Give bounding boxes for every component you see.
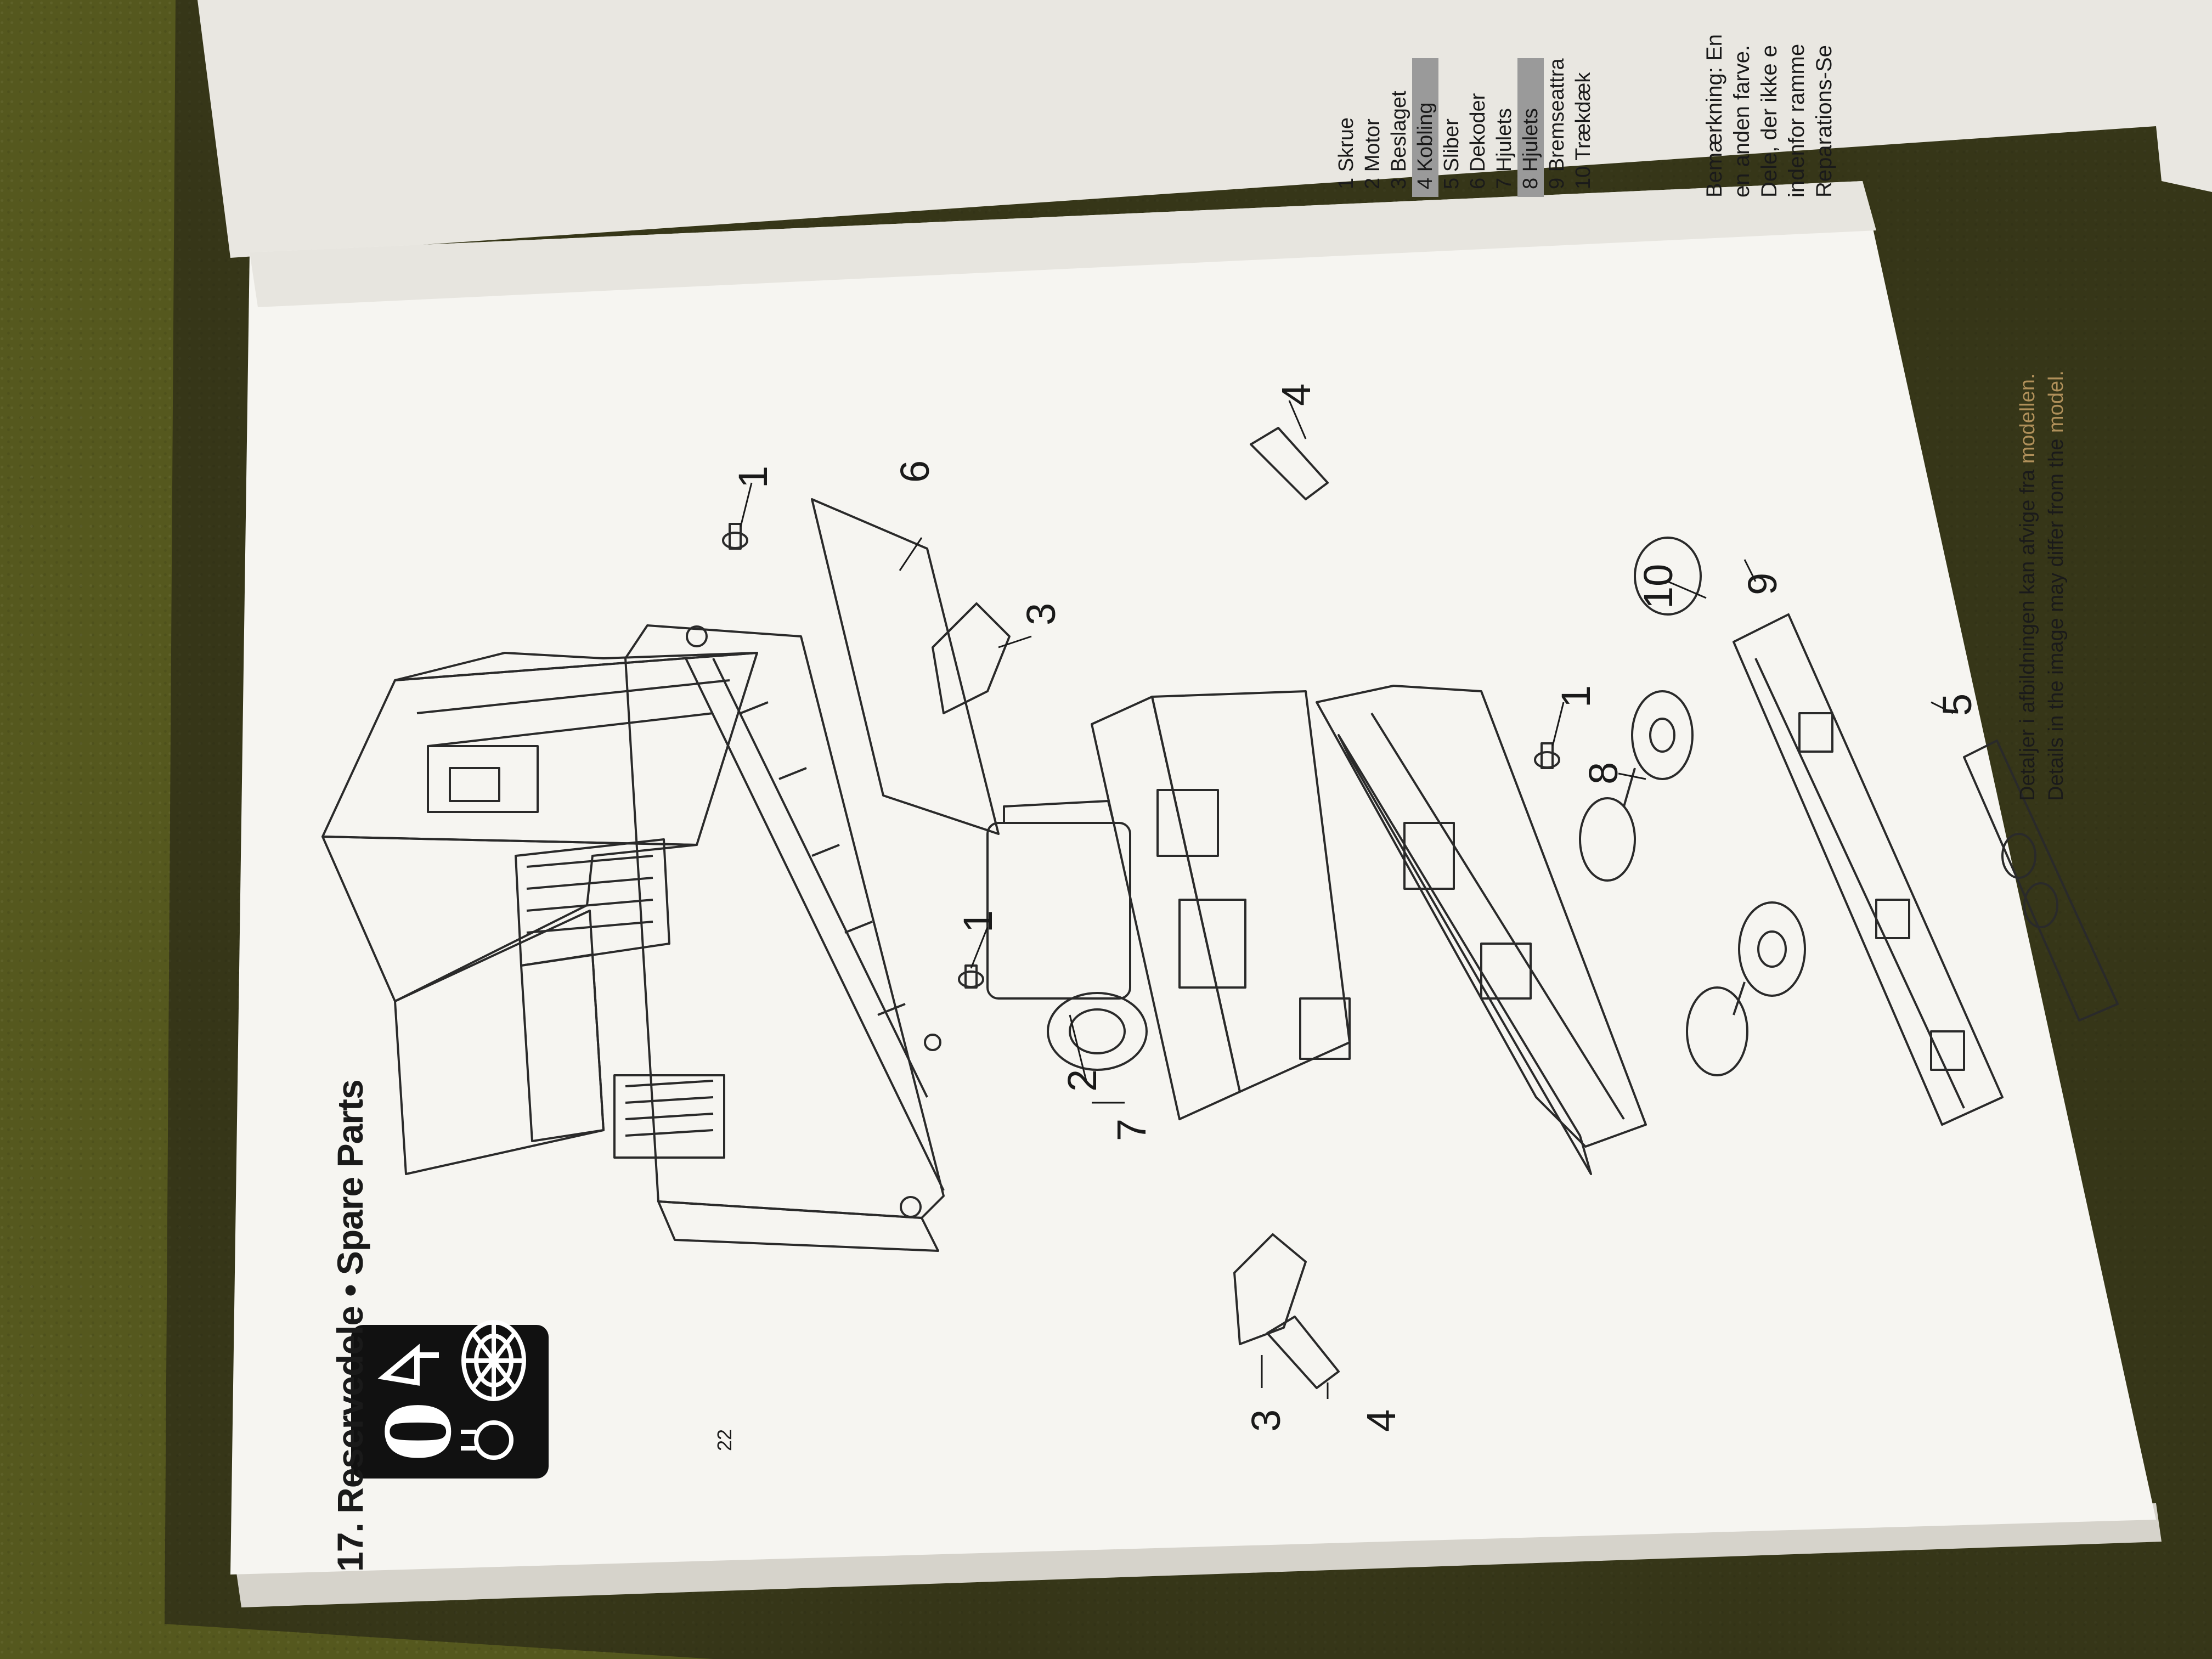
traction-tyre-drawing [1634,537,1702,616]
coupler-drawings [1250,427,1340,1389]
parts-list-item: 10 Trækdæk [1572,72,1595,189]
right-page [198,0,2212,258]
note-line: indenfor ramme [1785,43,1809,198]
zero-badge-icon: 0 [351,1325,549,1479]
bottom-plate-drawing [1733,613,2004,1126]
callout-label: 1 [1553,685,1599,708]
callout-label: 4 [1358,1409,1404,1432]
callout-label: 5 [1934,693,1980,716]
wheelset-drawing [1579,690,1806,1076]
chassis-frame-drawing [624,624,945,1252]
page-number: 22 [713,1429,736,1451]
motor-drawing [986,800,1148,1071]
callout-label: 2 [1059,1069,1105,1092]
note-line: Bemærkning: En [1702,34,1726,198]
callout-label: 1 [955,910,1001,933]
parts-list-item: 1 Skrue [1335,117,1358,189]
motor-mount-drawing [1091,690,1351,1120]
disclaimer: Detaljer i afbildningen kan afvige fra m… [2013,370,2070,801]
loco-body-drawing [321,652,758,1175]
parts-list: 1 Skrue 2 Motor 3 Beslaget 4 Kobling 5 S… [1333,58,1596,197]
callout-label: 3 [1018,602,1064,625]
parts-list-item: 9 Bremseattra [1545,58,1568,189]
bracket-drawings [932,602,1307,1345]
wheel-icon [461,1320,526,1401]
parts-list-item: 6 Dekoder [1466,93,1489,189]
callout-label: 10 [1635,563,1681,609]
parts-list-item: 7 Hjulets [1493,108,1516,189]
disclaimer-danish: Detaljer i afbildningen kan afvige fra m… [2016,373,2039,801]
callout-label: 8 [1581,761,1626,785]
lamp-bulb-icon [461,1420,514,1460]
pickup-shoe-drawing [1963,740,2119,1022]
callout-label: 1 [730,465,776,488]
parts-list-item: 2 Motor [1361,119,1384,189]
parts-list-item: 3 Beslaget [1387,91,1410,189]
lower-chassis-drawing [1316,685,1647,1175]
callout-label: 4 [1273,383,1319,406]
parts-list-item: 4 Kobling [1412,58,1438,197]
callout-label: 3 [1243,1409,1289,1432]
callout-label: 6 [892,460,938,483]
note-line: en anden farve. [1730,45,1754,198]
zero-glyph: 0 [368,1401,471,1462]
disclaimer-english: Details in the image may differ from the… [2045,370,2068,801]
coupler-icon [377,1344,439,1386]
callout-label: 9 [1740,572,1785,595]
exploded-diagram [321,400,2119,1399]
note-line: Reparations-Se [1812,45,1836,198]
screw-drawings [722,523,1560,989]
section-title: 17. Reservedele • Spare Parts [330,1080,370,1572]
callout-label: 7 [1109,1118,1154,1141]
parts-list-item: 8 Hjulets [1517,58,1544,197]
gutter-shade [250,181,1876,307]
leader-lines [740,400,1954,1399]
note-paragraph: Bemærkning: En en anden farve. Dele, der… [1701,34,1838,198]
parts-list-item: 5 Sliber [1440,119,1463,189]
note-line: Dele, der ikke e [1757,45,1781,198]
decoder-drawing [811,498,1000,835]
